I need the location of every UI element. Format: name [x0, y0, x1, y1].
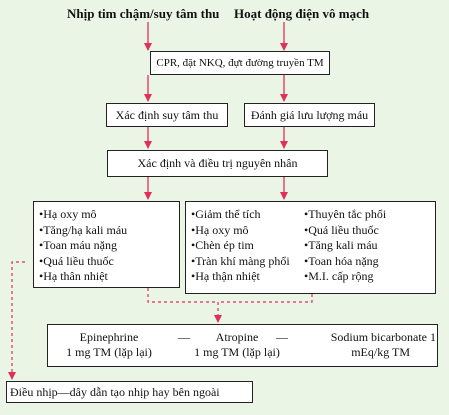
identify-cause-label: Xác định và điều trị nguyên nhân: [137, 156, 298, 170]
confirm-asystole-label: Xác định suy tâm thu: [115, 107, 219, 122]
drug-sodium-bicarbonate: Sodium bicarbonate 1 mEq/kg TM: [302, 330, 436, 360]
drug-dose: mEq/kg TM: [351, 345, 410, 359]
cause-item: Quá liều thuốc: [304, 223, 386, 239]
cause-item: Tăng kali máu: [304, 238, 386, 254]
cause-item: Tràn khí màng phổi: [191, 254, 290, 270]
cpr-box: CPR, đặt NKQ, đựt đường truyền TM: [150, 51, 330, 75]
cause-item: Hạ thận nhiệt: [191, 269, 290, 285]
dashed-path-to-pacing: [8, 261, 25, 380]
identify-cause-box: Xác định và điều trị nguyên nhân: [107, 150, 328, 177]
cpr-label: CPR, đặt NKQ, đựt đường truyền TM: [156, 56, 324, 69]
header-bradycardia-asystole: Nhịp tim chậm/suy tâm thu: [67, 6, 220, 21]
cause-item: Toan máu nặng: [39, 238, 179, 254]
drugs-box: Epinephrine 1 mg TM (lặp lại) — Atropine…: [47, 324, 438, 367]
cause-item: Toan hóa nặng: [304, 254, 386, 270]
cause-item: Tăng/hạ kali máu: [39, 223, 179, 239]
header-pea: Hoạt động điện vô mạch: [234, 6, 370, 21]
cause-item: M.I. cấp rộng: [304, 269, 386, 285]
drug-separator: —: [178, 330, 190, 344]
cause-item: Thuyên tắc phổi: [304, 207, 386, 223]
cause-item: Giảm thể tích: [191, 207, 290, 223]
causes-left-box: Hạ oxy mô Tăng/hạ kali máu Toan máu nặng…: [33, 201, 180, 288]
cause-item: Hạ oxy mô: [39, 207, 179, 223]
cause-item: Chèn ép tim: [191, 238, 290, 254]
causes-right-box: Giảm thể tích Hạ oxy mô Chèn ép tim Tràn…: [185, 201, 436, 294]
drug-separator: —: [276, 330, 288, 344]
cause-item: Hạ oxy mô: [191, 223, 290, 239]
drug-epinephrine: Epinephrine 1 mg TM (lặp lại): [54, 330, 164, 360]
confirm-asystole-box: Xác định suy tâm thu: [106, 103, 228, 127]
pacing-box: Điều nhịp—dây dẫn tạo nhịp hay bên ngoài: [6, 381, 253, 403]
cause-item: Hạ thân nhiệt: [39, 269, 179, 285]
assess-flow-box: Đánh giá lưu lượng máu: [244, 103, 375, 127]
drug-name: Sodium bicarbonate 1: [330, 330, 436, 344]
drug-dose: 1 mg TM (lặp lại): [194, 345, 280, 359]
pacing-label: Điều nhịp—dây dẫn tạo nhịp hay bên ngoài: [10, 384, 220, 399]
drug-atropine: Atropine 1 mg TM (lặp lại): [182, 330, 292, 360]
dashed-path-right-to-drugs: [218, 294, 313, 303]
drug-name: Atropine: [215, 330, 259, 344]
drug-name: Epinephrine: [79, 330, 139, 344]
cause-item: Quá liều thuốc: [39, 254, 179, 270]
drug-dose: 1 mg TM (lặp lại): [66, 345, 152, 359]
assess-flow-label: Đánh giá lưu lượng máu: [250, 107, 369, 122]
